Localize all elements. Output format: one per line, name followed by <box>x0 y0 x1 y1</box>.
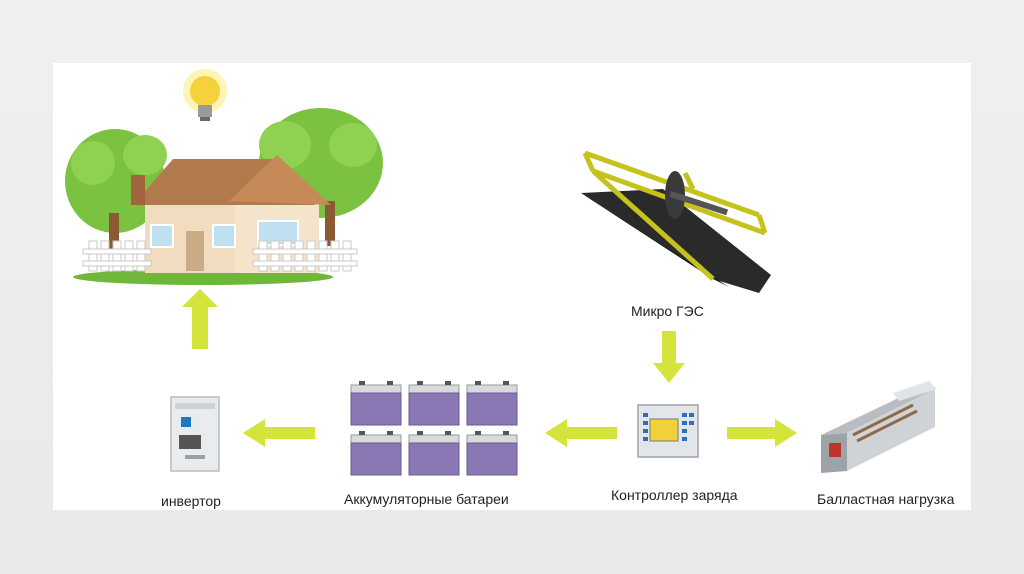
arrow-inverter-to-house <box>192 305 208 349</box>
battery-cell <box>350 431 402 476</box>
house-icon <box>65 69 383 285</box>
charge-controller-icon <box>637 404 699 458</box>
label-inverter: инвертор <box>161 493 221 509</box>
battery-cell <box>350 381 402 426</box>
battery-cell <box>466 431 518 476</box>
battery-cell <box>408 381 460 426</box>
battery-bank-icon <box>350 381 518 476</box>
label-batteries: Аккумуляторные батареи <box>344 491 509 507</box>
inverter-icon <box>170 396 220 472</box>
battery-cell <box>408 431 460 476</box>
arrow-batteries-to-inverter <box>263 427 315 439</box>
battery-cell <box>466 381 518 426</box>
arrow-turbine-to-controller <box>662 331 676 365</box>
label-controller: Контроллер заряда <box>611 487 738 503</box>
arrow-controller-to-batteries <box>565 427 617 439</box>
light-bulb-icon <box>183 69 227 121</box>
ballast-load-icon <box>821 381 937 473</box>
diagram-panel: Микро ГЭС инвертор Аккумуляторные батаре… <box>53 63 971 510</box>
micro-hydro-turbine-icon <box>581 150 771 293</box>
arrow-controller-to-ballast <box>727 427 777 439</box>
label-micro-hydro: Микро ГЭС <box>631 303 704 319</box>
flow-arrows <box>182 289 797 447</box>
label-ballast: Балластная нагрузка <box>817 491 955 507</box>
